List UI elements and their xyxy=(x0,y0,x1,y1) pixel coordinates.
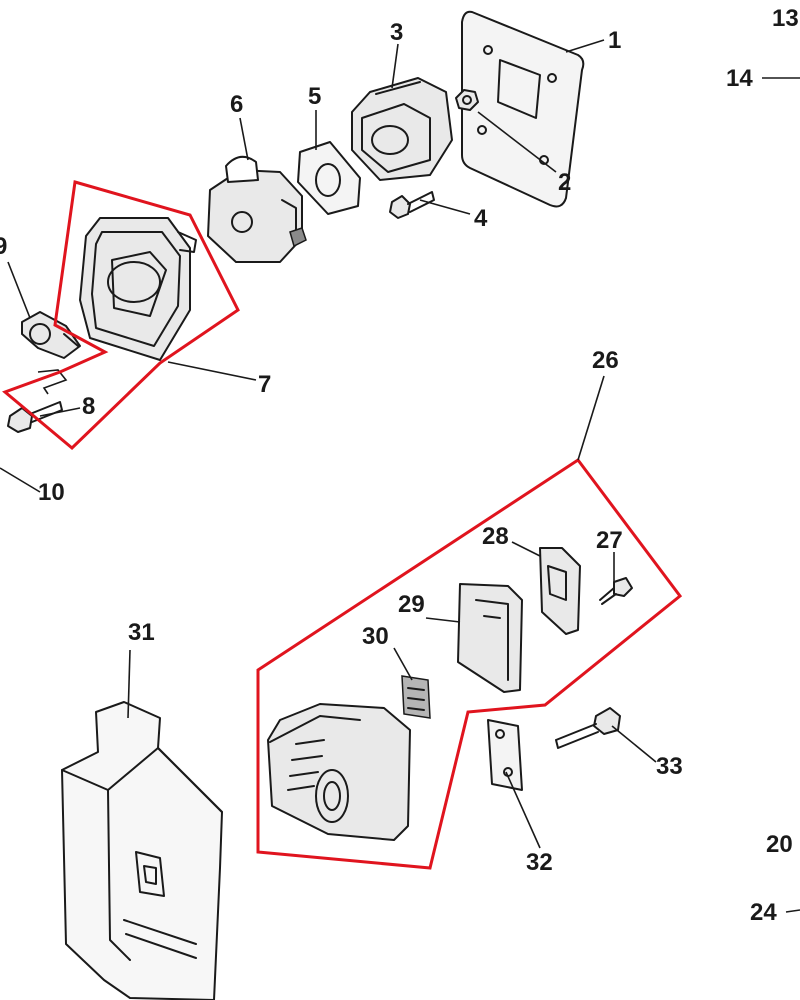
part-31-cover-plate xyxy=(61,701,223,1000)
callout-26: 26 xyxy=(592,347,619,374)
callout-31: 31 xyxy=(128,619,155,646)
callout-33: 33 xyxy=(656,753,683,780)
callout-2: 2 xyxy=(558,169,571,196)
part-7-air-filter-housing xyxy=(79,217,197,361)
part-32-plate xyxy=(487,719,523,791)
group-26-outline xyxy=(256,457,683,870)
part-30-screen xyxy=(401,675,431,719)
callout-13: 13 xyxy=(772,5,799,32)
part-33-long-bolt xyxy=(555,707,621,749)
part-3-manifold-block xyxy=(351,77,453,181)
callout-3: 3 xyxy=(390,19,403,46)
part-5-gasket xyxy=(297,141,361,215)
group-7-outline xyxy=(2,180,240,451)
part-26-muffler xyxy=(267,703,411,841)
callout-32: 32 xyxy=(526,849,553,876)
part-29-heat-shield xyxy=(457,583,523,693)
callout-7: 7 xyxy=(258,371,271,398)
part-6-carburetor xyxy=(207,155,307,263)
callout-6: 6 xyxy=(230,91,243,118)
callout-20: 20 xyxy=(766,831,793,858)
part-9-knob xyxy=(21,311,81,359)
callout-24: 24 xyxy=(750,899,777,926)
callout-14: 14 xyxy=(726,65,753,92)
part-27-bolt xyxy=(599,577,633,605)
callout-28: 28 xyxy=(482,523,509,550)
part-1-gasket-plate xyxy=(461,10,585,208)
callout-30: 30 xyxy=(362,623,389,650)
callout-29: 29 xyxy=(398,591,425,618)
callout-1: 1 xyxy=(608,27,621,54)
part-2-nut xyxy=(455,89,479,111)
callout-5: 5 xyxy=(308,83,321,110)
callout-8: 8 xyxy=(82,393,95,420)
leader-lines xyxy=(0,39,800,913)
callout-9: 9 xyxy=(0,233,7,260)
part-28-flange xyxy=(539,547,581,635)
callout-10: 10 xyxy=(38,479,65,506)
callout-27: 27 xyxy=(596,527,623,554)
callout-4: 4 xyxy=(474,205,488,232)
part-4-bolt xyxy=(389,191,435,219)
